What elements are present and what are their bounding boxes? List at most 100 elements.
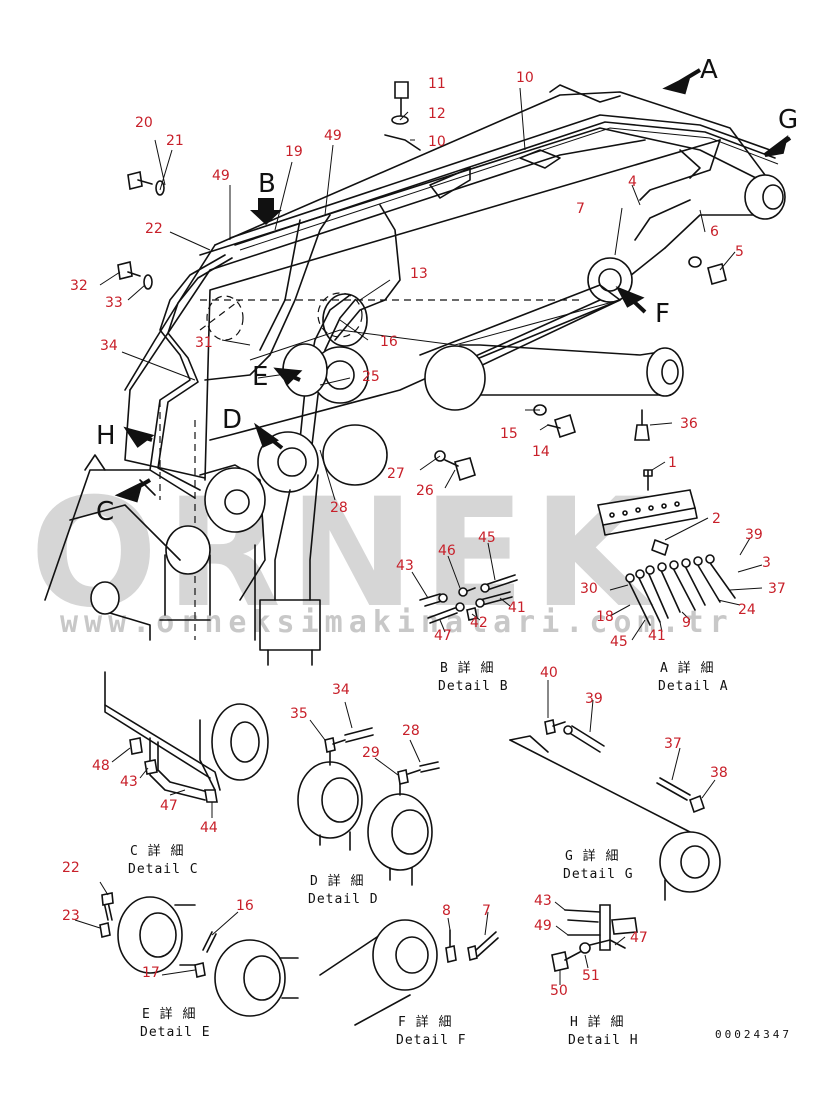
detail-h-leaders [554, 901, 626, 985]
e-boss-1-lines [174, 904, 196, 966]
arrow-h-icon [123, 426, 155, 448]
boom-foot-cyl-side [164, 554, 211, 616]
h-hose-47 [589, 939, 626, 949]
c-fitting-44 [204, 789, 218, 803]
callout-f-7: 7 [482, 903, 491, 919]
callout-49-mid: 49 [324, 128, 342, 144]
callout-11: 11 [428, 76, 446, 92]
callout-a-45: 45 [610, 634, 628, 650]
boom-foot [124, 389, 206, 479]
fitting-2 [651, 539, 669, 556]
h-bolt-50 [551, 951, 569, 972]
callout-b-47: 47 [434, 628, 452, 644]
boom-assembly [44, 68, 792, 666]
detail-b-title-jp: B 詳 細 [440, 660, 494, 676]
boom-ridge [199, 127, 761, 256]
detail-e-title-jp: E 詳 細 [142, 1006, 196, 1022]
callout-b-41: 41 [508, 600, 526, 616]
detail-a-title-en: Detail A [658, 679, 729, 694]
detail-g-title-jp: G 詳 細 [565, 848, 619, 864]
callout-27: 27 [387, 466, 405, 482]
d-boss-2-base [389, 867, 413, 886]
view-letter-a: A [700, 55, 718, 85]
drawing-code: 00024347 [715, 1028, 792, 1041]
g-nut-39 [563, 725, 573, 735]
bolt-26-head [454, 457, 476, 482]
arm-cylinder-head [424, 345, 486, 411]
callout-b-45: 45 [478, 530, 496, 546]
d-hose-28 [407, 761, 440, 775]
c-plate-edge [104, 704, 211, 779]
d-fitting-29 [397, 769, 409, 785]
callout-20: 20 [135, 115, 153, 131]
c-plate [104, 671, 221, 791]
callout-21: 21 [166, 133, 184, 149]
c-fitting-43 [144, 759, 158, 775]
d-pin-hole [277, 447, 307, 477]
b-hose-45 [484, 574, 518, 591]
boom-front-edge [124, 244, 216, 391]
fitting-1 [643, 469, 653, 491]
arrow-g-icon [763, 135, 792, 157]
c-tube-1 [149, 737, 206, 801]
hose-left-2 [259, 219, 301, 351]
boom-cylinder-bottom [267, 649, 313, 666]
callout-26: 26 [416, 483, 434, 499]
boom-top-edge [214, 91, 766, 246]
f-nut-7 [467, 944, 478, 962]
arrow-e-icon [273, 367, 303, 385]
mid-bracket [519, 149, 561, 169]
detail-a: 1 2 39 3 37 24 9 41 45 18 30 A 詳 細 Detai… [580, 455, 786, 694]
e-nut-22 [101, 892, 114, 906]
view-letter-c: C [96, 497, 114, 527]
callout-b-42: 42 [470, 615, 488, 631]
c-boss-hole [230, 721, 260, 763]
callout-7: 7 [576, 201, 585, 217]
detail-g-title-en: Detail G [563, 867, 634, 882]
g-boss-hole [680, 845, 710, 879]
leader-lines [99, 87, 736, 501]
callout-h-43: 43 [534, 893, 552, 909]
view-letter-f: F [655, 299, 670, 329]
callout-g-40: 40 [540, 665, 558, 681]
e-upper-boss [322, 293, 368, 347]
fitting-36 [634, 424, 650, 441]
callout-h-47: 47 [630, 930, 648, 946]
detail-a-nuts [625, 554, 715, 583]
hidden-boss-2 [317, 292, 363, 338]
hose-center [299, 294, 351, 441]
callout-49-left: 49 [212, 168, 230, 184]
callout-12: 12 [428, 106, 446, 122]
arrow-a-icon [662, 68, 702, 95]
detail-d-leaders [309, 701, 421, 776]
manifold-side [602, 507, 698, 536]
b-hose-41 [479, 591, 513, 606]
clamp-bracket [429, 167, 471, 199]
detail-d: 35 34 29 28 D 詳 細 Detail D [290, 682, 440, 907]
e-fitting-23 [99, 922, 111, 938]
washer-21 [155, 180, 165, 196]
watermark: ORNEK www.orneksimakinalari.com.tr [30, 467, 728, 641]
callout-a-37: 37 [768, 581, 786, 597]
detail-h: 43 49 47 51 50 H 詳 細 Detail H [534, 893, 648, 1048]
arm-cylinder-end [646, 347, 684, 397]
arm-cylinder-rod-top [459, 344, 661, 356]
d-pin-boss [257, 431, 319, 493]
callout-a-9: 9 [682, 615, 691, 631]
view-letter-h: H [96, 421, 116, 451]
arrow-f-icon [615, 286, 647, 314]
h-washer-51 [579, 942, 591, 954]
side-tube-2 [157, 257, 233, 491]
e-boss-1 [117, 896, 183, 974]
callout-15: 15 [500, 426, 518, 442]
g-hose-37 [656, 777, 691, 801]
callout-g-37: 37 [664, 736, 682, 752]
callout-10: 10 [428, 134, 446, 150]
callout-31: 31 [195, 335, 213, 351]
detail-d-title-en: Detail D [308, 892, 379, 907]
detail-a-leaders [609, 461, 763, 641]
callout-4: 4 [628, 174, 637, 190]
callout-g-39: 39 [585, 691, 603, 707]
hidden-boss-1 [206, 295, 244, 341]
clip-10 [384, 134, 421, 151]
